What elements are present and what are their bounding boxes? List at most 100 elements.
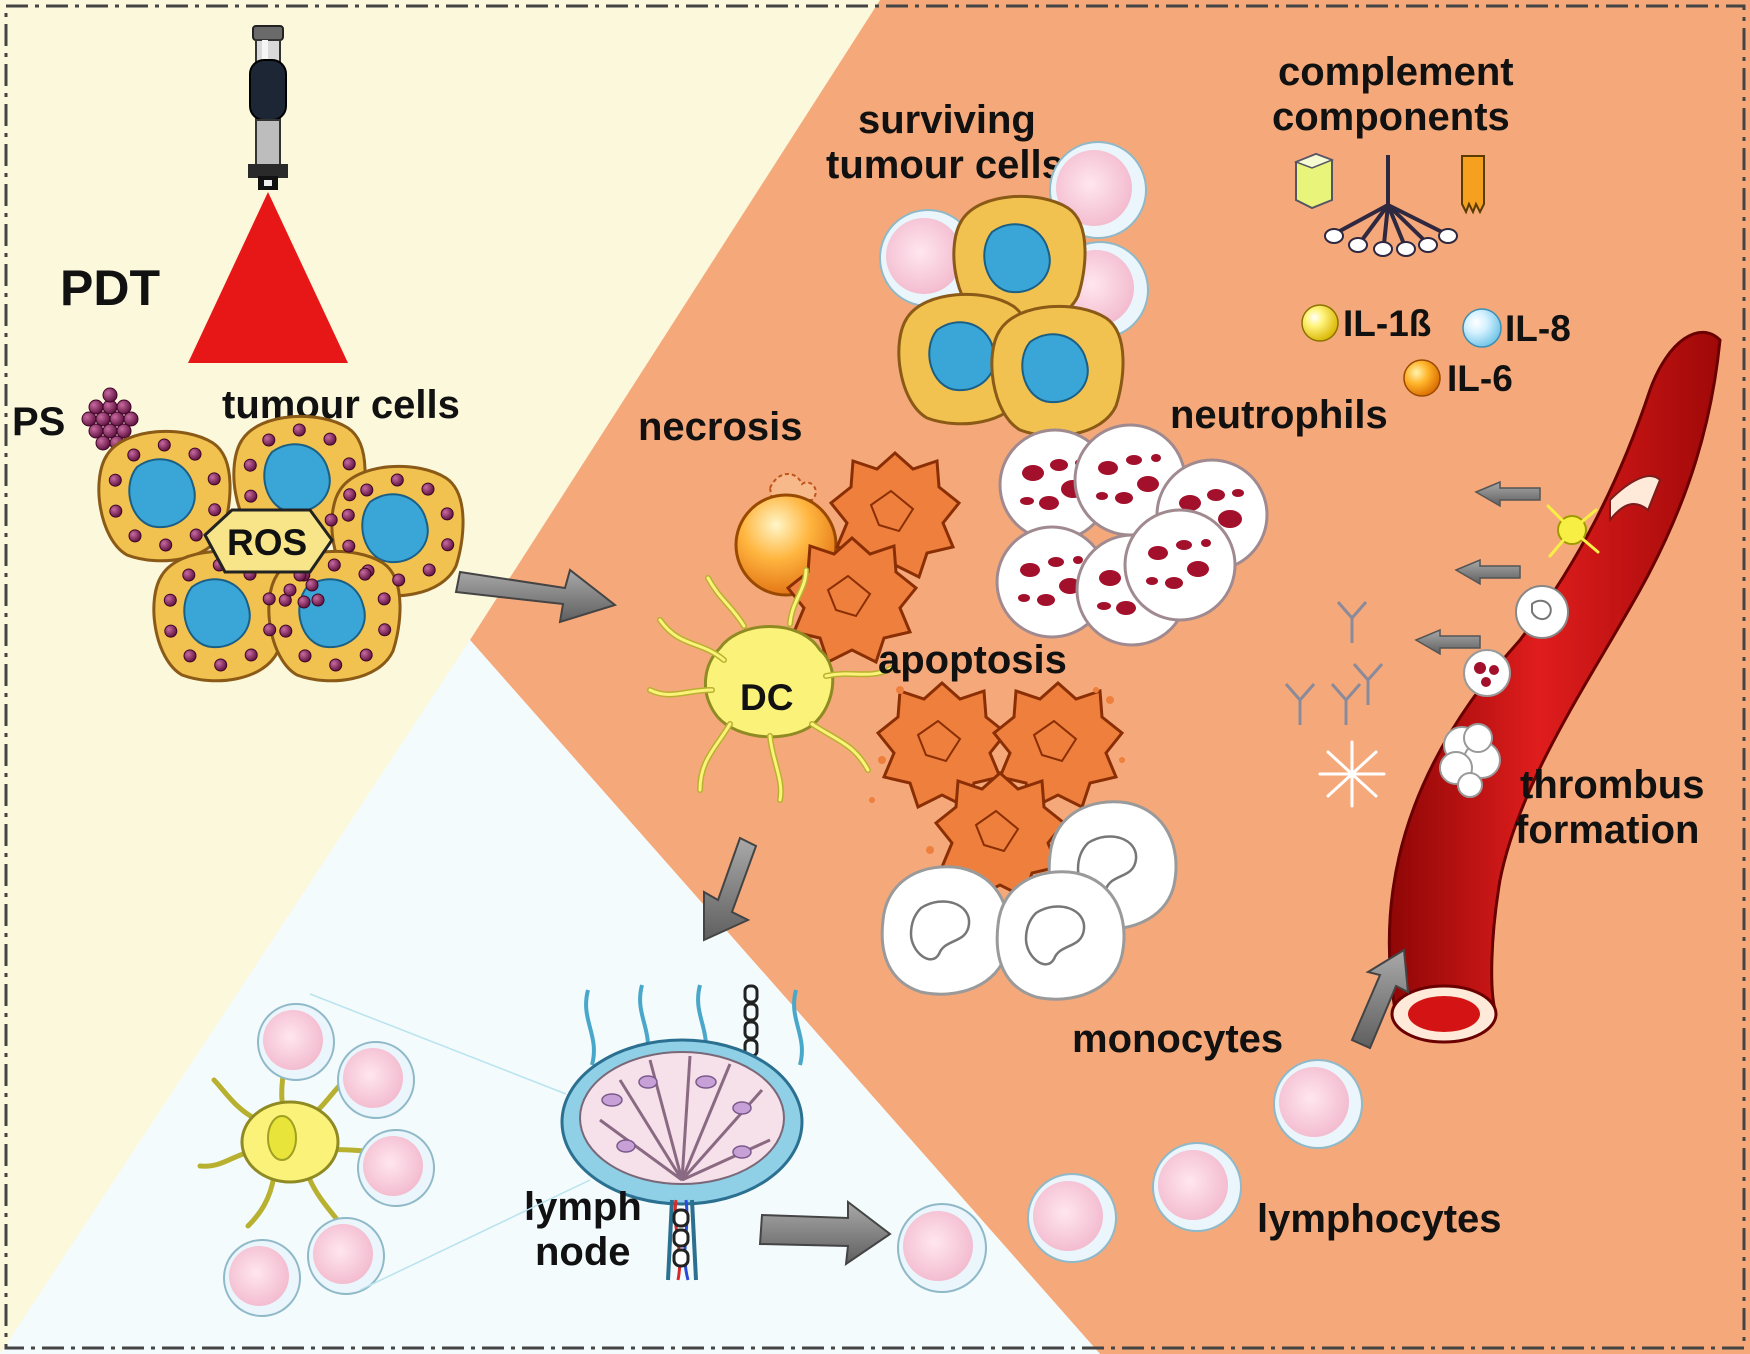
tumour-cell [152, 549, 287, 683]
ps-particle [329, 658, 343, 672]
ps-particle [102, 387, 118, 403]
ps-particle [343, 488, 357, 502]
il8-label: IL-8 [1505, 308, 1571, 349]
ps-particle [123, 411, 139, 427]
thrombus-label-line2: formation [1515, 808, 1699, 852]
ps-particle [182, 568, 196, 582]
pdt-label: PDT [60, 260, 160, 316]
ps-on-tumour-cells [108, 423, 455, 672]
ps-particle [157, 438, 171, 452]
lymph-node-label-line2: node [535, 1230, 631, 1274]
apoptotic-cell-cluster [875, 680, 1125, 900]
monocytes-label: monocytes [1072, 1017, 1283, 1061]
ps-particle [109, 504, 123, 518]
ps-particle [311, 593, 325, 607]
ps-particle [243, 458, 257, 472]
ps-particle [214, 658, 228, 672]
t-cell-ring [223, 1003, 435, 1317]
ps-particle [283, 583, 297, 597]
lymphocyte [879, 209, 977, 307]
lymphocyte [1049, 141, 1147, 239]
lymph-node [560, 984, 804, 1281]
lymphocyte [307, 1217, 385, 1295]
ps-particle [262, 433, 276, 447]
tumour-cells-label: tumour cells [222, 383, 460, 427]
neutrophil-cluster [995, 423, 1269, 647]
il6-label: IL-6 [1447, 358, 1513, 399]
complement-c1q-icon [1337, 155, 1443, 245]
lymphocytes-label: lymphocytes [1257, 1197, 1502, 1241]
ps-particle [279, 624, 293, 638]
tumour-cell [97, 429, 232, 563]
ps-particle [95, 435, 111, 451]
il1b-label: IL-1ß [1343, 303, 1431, 344]
ps-particle [163, 593, 177, 607]
ps-particle [305, 578, 319, 592]
ps-particle [164, 624, 178, 638]
complement-label-line1: complement [1278, 50, 1514, 94]
ps-particle [358, 567, 372, 581]
ps-particle [188, 447, 202, 461]
lymphocyte [1152, 1142, 1242, 1232]
dendritic-cell [647, 567, 895, 803]
monocyte [880, 865, 1011, 996]
ps-particle [342, 457, 356, 471]
ps-particle [298, 649, 312, 663]
lymphocyte [1027, 1173, 1117, 1263]
thrombus-label-line1: thrombus [1520, 763, 1704, 807]
arrow-dc-to-lymph-node [703, 836, 758, 942]
il1b-sphere [1301, 304, 1339, 342]
ps-particle [440, 507, 454, 521]
ps-particle [208, 503, 222, 517]
monocyte-cluster [880, 800, 1178, 1001]
monocyte-in-vessel [1515, 585, 1569, 639]
cytokine-star [1318, 740, 1386, 808]
ps-particle [360, 483, 374, 497]
laser-device [248, 25, 288, 190]
ps-particle [392, 573, 406, 587]
ps-particle [244, 648, 258, 662]
complement-c3-icon [1293, 152, 1335, 210]
ps-particle [116, 399, 132, 415]
lymphocyte [337, 1041, 415, 1119]
lymphocyte [223, 1239, 301, 1317]
il8-sphere [1462, 308, 1502, 348]
migrating-lymphocytes [897, 1059, 1363, 1293]
ps-particle [189, 528, 203, 542]
antibodies [1284, 601, 1384, 725]
ps-particle-cluster [81, 387, 139, 451]
ps-particle [262, 592, 276, 606]
dc-label: DC [740, 677, 793, 718]
il6-sphere [1403, 359, 1441, 397]
ps-particle [244, 489, 258, 503]
ps-particle [390, 473, 404, 487]
ps-particle [127, 448, 141, 462]
apoptotic-debris [869, 686, 1125, 883]
laser-beam [188, 192, 348, 363]
neutrophil [1123, 508, 1237, 622]
monocyte [995, 870, 1126, 1001]
ps-particle [422, 563, 436, 577]
ps-particle [327, 558, 341, 572]
ps-particle [108, 473, 122, 487]
arrow-into-vessel [1350, 948, 1410, 1050]
arrow-tumour-to-response [454, 568, 618, 624]
dendritic-cell-presenting [197, 1045, 393, 1235]
complement-label-line2: components [1272, 95, 1510, 139]
ps-particle [323, 432, 337, 446]
ps-particle [441, 538, 455, 552]
ps-particle [342, 539, 356, 553]
lymph-node-label-line1: lymph [524, 1185, 642, 1229]
ps-particle [377, 592, 391, 606]
lymphocyte [897, 1203, 987, 1293]
efflux-arrows [1414, 480, 1541, 656]
ps-particle [207, 472, 221, 486]
surviving-tumour-cell [990, 304, 1125, 438]
ps-particle [292, 423, 306, 437]
apoptotic-cell [875, 680, 1009, 810]
guide-lines [309, 993, 591, 1291]
complement-c5-icon [1461, 155, 1485, 215]
thrombus [1439, 723, 1501, 798]
neutrophils-label: neutrophils [1170, 393, 1388, 437]
